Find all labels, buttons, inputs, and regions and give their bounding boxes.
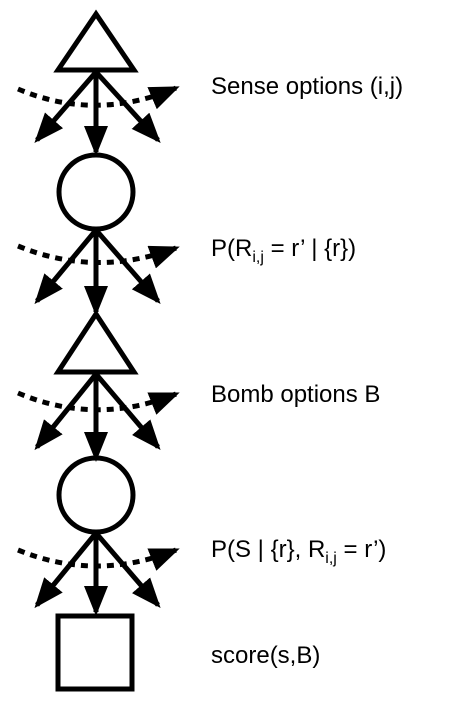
bomb-decision-node xyxy=(53,309,139,375)
label-prob-s-subscript: i,j xyxy=(325,550,337,567)
branch-arrow-left xyxy=(34,70,98,144)
label-sense-options: Sense options (i,j) xyxy=(211,73,403,100)
branch-arrows-1 xyxy=(17,70,180,156)
branch-arrow-right xyxy=(94,228,161,305)
dotted-arrow-omitted-branches xyxy=(17,85,180,110)
sense-decision-node xyxy=(53,9,139,73)
label-prob-s-suffix: = r’) xyxy=(337,536,387,563)
branch-arrow-left xyxy=(34,372,98,451)
observation-chance-node xyxy=(56,152,136,232)
branch-arrow-right xyxy=(94,372,161,451)
branch-arrow-right xyxy=(94,531,161,609)
outcome-chance-node xyxy=(56,455,136,535)
label-prob-r-prefix: P(R xyxy=(211,235,252,262)
branch-arrow-left xyxy=(34,228,98,305)
label-prob-s-prefix: P(S | {r}, R xyxy=(211,536,325,563)
label-prob-r-suffix: = r’ | {r}) xyxy=(264,235,356,262)
dotted-arrow-omitted-branches xyxy=(17,390,180,415)
branch-arrows-2 xyxy=(17,228,180,316)
label-prob-r-subscript: i,j xyxy=(252,249,264,266)
label-score: score(s,B) xyxy=(211,642,320,669)
label-prob-r: P(Ri,j = r’ | {r}) xyxy=(211,235,356,266)
label-prob-s: P(S | {r}, Ri,j = r’) xyxy=(211,536,386,567)
score-terminal-node xyxy=(55,613,135,692)
dotted-arrow-omitted-branches xyxy=(17,243,180,269)
branch-arrow-right xyxy=(94,70,161,143)
dotted-arrow-omitted-branches xyxy=(17,547,180,571)
label-bomb-options: Bomb options B xyxy=(211,381,380,408)
branch-arrow-left xyxy=(34,531,98,609)
branch-arrows-3 xyxy=(17,372,180,462)
branch-arrows-4 xyxy=(17,531,180,616)
